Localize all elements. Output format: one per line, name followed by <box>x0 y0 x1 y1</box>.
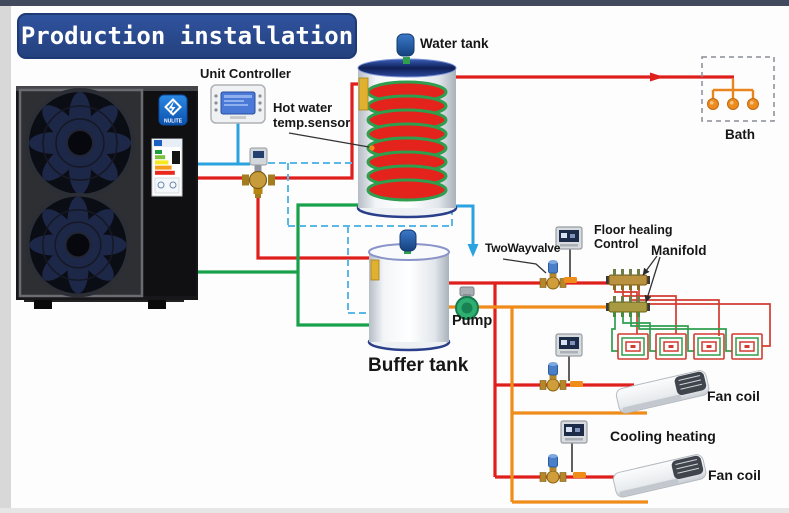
heat-pump-unit: NULITE <box>16 86 198 309</box>
water-tank-label: Water tank <box>420 36 489 51</box>
unit-controller-label: Unit Controller <box>200 66 291 81</box>
pump-icon <box>455 286 479 320</box>
title-banner: Production installation <box>17 13 357 59</box>
energy-label <box>151 138 183 197</box>
annotation-lines <box>288 132 661 303</box>
floor-coil-icon <box>693 333 725 360</box>
floor-heating-control-label: Floor healing Control <box>594 223 673 251</box>
source-pipes-green <box>198 203 372 327</box>
floor-heating-zone <box>606 269 771 360</box>
pump-label: Pump <box>452 313 493 329</box>
flow-arrow-blue <box>467 244 479 257</box>
cooling-heating-label: Cooling heating <box>610 428 716 444</box>
buffer-temp-sensor <box>370 259 380 281</box>
shower-icon <box>727 98 739 110</box>
brand-text: NULITE <box>164 119 183 125</box>
water-tank <box>356 33 458 219</box>
two-way-valve-label: TwoWayvalve <box>485 241 561 255</box>
buffer-tank <box>367 229 451 352</box>
thermostat-icon <box>555 333 583 357</box>
zone-valve-icon <box>539 259 567 290</box>
fan-icon <box>28 195 129 296</box>
control-wires <box>568 249 573 472</box>
heating-coil <box>366 80 448 202</box>
wire-connector-pads <box>564 277 586 478</box>
manifold-supply <box>606 269 650 290</box>
photo-edge-left <box>0 6 11 513</box>
fan-icon <box>27 90 133 196</box>
unit-controller-device <box>210 84 266 124</box>
photo-edge-top <box>0 0 789 6</box>
tank-vent-cap <box>396 33 415 57</box>
fan-coil-unit <box>614 368 711 415</box>
sensor-point <box>369 145 375 151</box>
three-way-valve <box>242 147 275 198</box>
hot-water-sensor-label: Hot water temp.sensor <box>273 100 351 130</box>
bath-pipes-orange <box>711 79 755 99</box>
floor-loop-pipes-green <box>611 312 732 352</box>
manifold-label: Manifold <box>651 243 707 258</box>
bath-zone <box>701 56 775 122</box>
floor-coil-icon <box>617 333 649 360</box>
manifold-return <box>606 296 650 317</box>
signal-wires-dashed <box>268 162 453 314</box>
nulite-logo: NULITE <box>158 94 188 126</box>
buffer-vent-cap <box>399 229 417 252</box>
zone-valve-icon <box>539 361 567 392</box>
fan-coil-top-label: Fan coil <box>707 388 760 404</box>
thermostat-icon <box>560 420 588 444</box>
zone-valve-icon <box>539 453 567 484</box>
fan-coil-bottom-label: Fan coil <box>708 467 761 483</box>
shower-icon <box>747 98 759 110</box>
buffer-tank-label: Buffer tank <box>368 355 469 376</box>
photo-edge-bottom <box>0 508 789 513</box>
tank-temp-sensor <box>358 77 369 111</box>
fan-coil-unit <box>611 452 708 499</box>
floor-coil-icon <box>655 333 687 360</box>
flow-arrow-red <box>650 72 664 82</box>
page-title: Production installation <box>20 22 354 50</box>
floor-coil-icon <box>731 333 763 360</box>
shower-icon <box>707 98 719 110</box>
bath-label: Bath <box>725 127 755 142</box>
